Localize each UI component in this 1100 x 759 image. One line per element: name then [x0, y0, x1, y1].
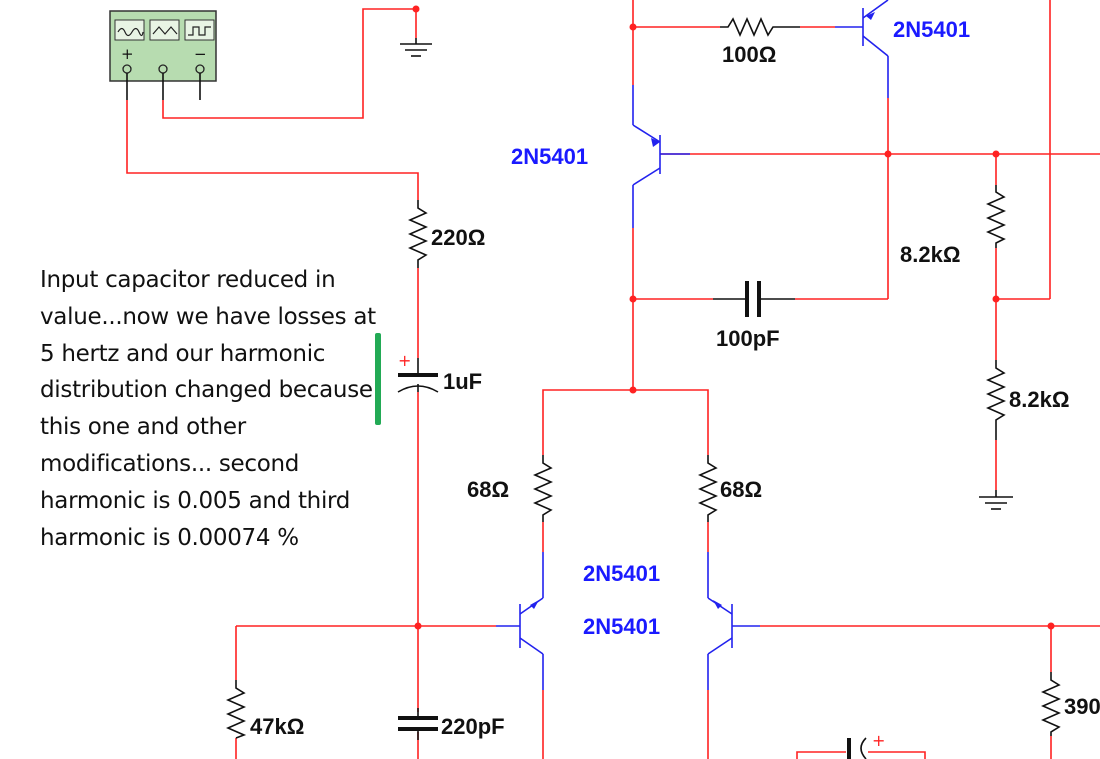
resistor-68-right[interactable] — [698, 455, 718, 522]
junction-dots — [412, 5, 1055, 630]
label-transistor-top-right: 2N5401 — [893, 17, 970, 42]
square-wave-icon — [188, 26, 211, 36]
capacitor-polarity-plus: + — [398, 351, 411, 370]
generator-plus-label: + — [121, 45, 134, 63]
resistor-47k[interactable] — [226, 680, 247, 739]
label-resistor-47k: 47kΩ — [250, 714, 304, 739]
resistor-68-left[interactable] — [533, 455, 553, 522]
resistor-divider-top[interactable] — [986, 185, 1006, 248]
sine-wave-icon — [117, 27, 144, 37]
label-resistor-390: 390 — [1064, 694, 1100, 719]
transistor-diff-left[interactable] — [496, 552, 544, 690]
resistor-220[interactable] — [408, 200, 428, 268]
label-resistor-68-right: 68Ω — [720, 477, 762, 502]
label-resistor-divider-bottom: 8.2kΩ — [1009, 387, 1069, 412]
capacitor-100pf[interactable] — [713, 281, 795, 317]
ground-top — [400, 38, 432, 57]
resistor-390[interactable] — [1041, 672, 1061, 736]
label-capacitor-220pf: 220pF — [441, 714, 505, 739]
generator-minus-label: − — [194, 45, 207, 63]
label-resistor-220: 220Ω — [431, 225, 485, 250]
label-resistor-100: 100Ω — [722, 42, 776, 67]
transistor-diff-right[interactable] — [707, 552, 760, 690]
generator-leads — [126, 73, 201, 100]
annotation-note: Input capacitor reduced in value...now w… — [40, 267, 376, 551]
label-capacitor-100pf: 100pF — [716, 326, 780, 351]
transistor-top-left[interactable] — [632, 85, 690, 228]
label-transistor-diff-upper: 2N5401 — [583, 561, 660, 586]
label-transistor-top-left: 2N5401 — [511, 144, 588, 169]
resistor-100[interactable] — [720, 17, 800, 37]
function-generator[interactable]: + − — [109, 10, 217, 82]
label-resistor-divider-top: 8.2kΩ — [900, 242, 960, 267]
ground-right — [979, 490, 1013, 510]
transistor-top-right[interactable] — [835, 0, 889, 98]
selection-marker — [375, 333, 381, 425]
label-transistor-diff-lower: 2N5401 — [583, 614, 660, 639]
capacitor-bottom-polarity-plus: + — [872, 731, 885, 750]
triangle-wave-icon — [152, 26, 178, 35]
resistor-divider-bottom[interactable] — [986, 360, 1006, 440]
label-capacitor-1uf: 1uF — [443, 369, 482, 394]
capacitor-220pf[interactable] — [398, 708, 438, 740]
label-resistor-68-left: 68Ω — [467, 477, 509, 502]
wires — [126, 0, 1100, 759]
capacitor-1uf[interactable]: + — [397, 351, 439, 393]
capacitor-bottom-right[interactable]: + — [847, 731, 885, 759]
